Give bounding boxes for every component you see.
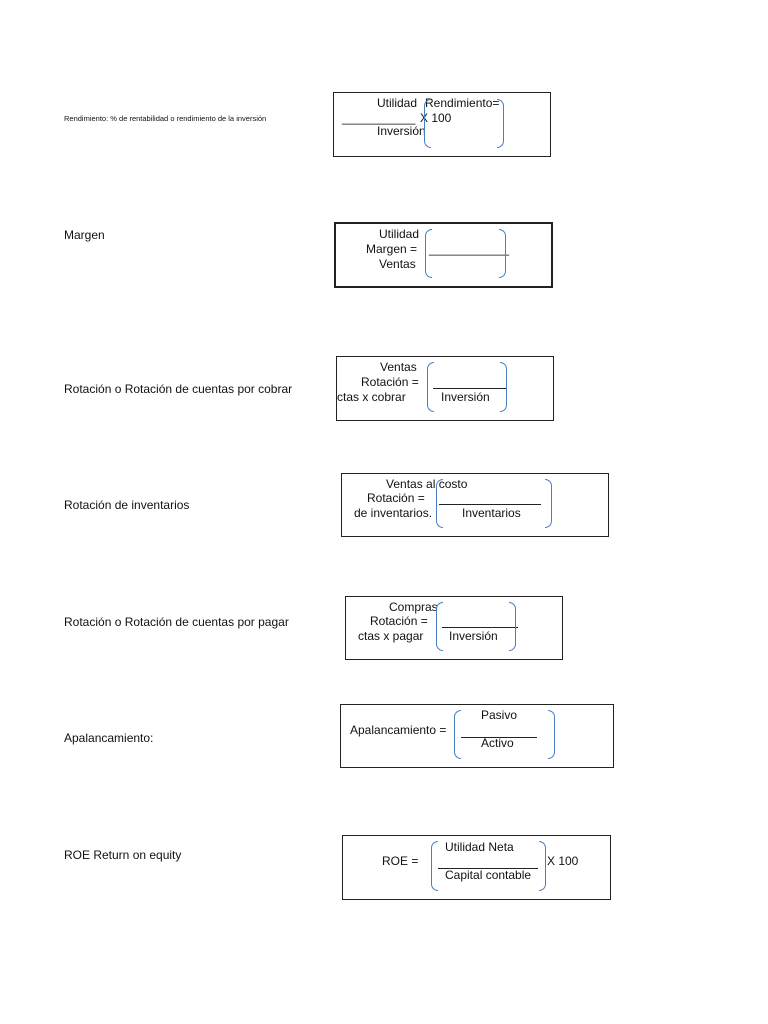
right-paren-icon (500, 362, 507, 412)
rotacion-pagar-name-line1: Rotación = (370, 614, 428, 628)
rotacion-cobrar-denominator: Inversión (441, 390, 490, 404)
margen-label: Margen (64, 228, 105, 242)
rotacion-cobrar-name-line1: Rotación = (361, 375, 419, 389)
left-paren-icon (436, 479, 443, 528)
margen-rule: ____________ (429, 242, 510, 256)
margen-formula-box: Utilidad Margen = ____________ Ventas (334, 222, 553, 288)
rotacion-inventarios-name-line1: Rotación = (367, 491, 425, 505)
rendimiento-name: Rendimiento= (425, 96, 500, 110)
rotacion-pagar-formula-box: Compras Rotación = ctas x pagar Inversió… (345, 596, 563, 660)
rendimiento-denominator: Inversión (377, 124, 426, 138)
rendimiento-numerator: Utilidad (377, 96, 418, 110)
rotacion-inventarios-label: Rotación de inventarios (64, 498, 190, 512)
rotacion-pagar-denominator: Inversión (449, 629, 498, 643)
right-paren-icon (499, 229, 506, 278)
rotacion-pagar-numerator: Compras (389, 600, 438, 614)
right-paren-icon (539, 841, 546, 891)
rotacion-pagar-label: Rotación o Rotación de cuentas por pagar (64, 615, 289, 629)
roe-formula-box: ROE = Utilidad Neta Capital contable X 1… (342, 835, 611, 900)
apalancamiento-denominator: Activo (481, 736, 514, 750)
roe-name: ROE = (382, 854, 419, 868)
roe-multiplier: X 100 (547, 854, 579, 868)
rotacion-cobrar-label: Rotación o Rotación de cuentas por cobra… (64, 382, 293, 396)
rotacion-cobrar-name-line2: ctas x cobrar (337, 390, 406, 404)
left-paren-icon (436, 602, 443, 651)
left-paren-icon (427, 362, 434, 412)
margen-denominator: Ventas (379, 257, 416, 271)
left-paren-icon (454, 710, 461, 759)
left-paren-icon (431, 841, 438, 891)
rotacion-cobrar-formula-box: Ventas Rotación = ctas x cobrar Inversió… (336, 356, 554, 421)
rendimiento-formula-box: Utilidad Rendimiento= ___________ X 100 … (333, 92, 551, 157)
roe-denominator: Capital contable (445, 868, 532, 882)
apalancamiento-numerator: Pasivo (481, 708, 518, 722)
roe-label: ROE Return on equity (64, 848, 182, 862)
margen-numerator: Utilidad (379, 227, 420, 241)
rendimiento-label: Rendimiento: % de rentabilidad o rendimi… (64, 114, 267, 123)
rotacion-pagar-name-line2: ctas x pagar (358, 629, 424, 643)
apalancamiento-formula-box: Apalancamiento = Pasivo Activo (340, 704, 614, 768)
right-paren-icon (509, 602, 516, 651)
rotacion-pagar-fraction-rule (442, 627, 518, 628)
roe-fraction-rule (438, 868, 538, 869)
left-paren-icon (424, 99, 431, 148)
rotacion-inventarios-numerator: Ventas al costo (386, 477, 468, 491)
rendimiento-rule: ___________ (342, 111, 416, 125)
rotacion-inventarios-denominator: Inventarios (462, 506, 521, 520)
rotacion-inventarios-formula-box: Ventas al costo Rotación = de inventario… (341, 473, 609, 537)
roe-numerator: Utilidad Neta (445, 840, 514, 854)
right-paren-icon (497, 99, 504, 148)
rotacion-cobrar-numerator: Ventas (380, 360, 417, 374)
left-paren-icon (425, 229, 432, 278)
rotacion-cobrar-fraction-rule (433, 388, 507, 389)
rotacion-inventarios-fraction-rule (439, 504, 541, 505)
right-paren-icon (548, 710, 555, 759)
rendimiento-multiplier: X 100 (420, 111, 452, 125)
margen-name: Margen = (366, 242, 418, 256)
right-paren-icon (545, 479, 552, 528)
rotacion-inventarios-name-line2: de inventarios. (354, 506, 433, 520)
apalancamiento-fraction-rule (461, 737, 537, 738)
apalancamiento-label: Apalancamiento: (64, 731, 154, 745)
apalancamiento-name: Apalancamiento = (350, 723, 447, 737)
